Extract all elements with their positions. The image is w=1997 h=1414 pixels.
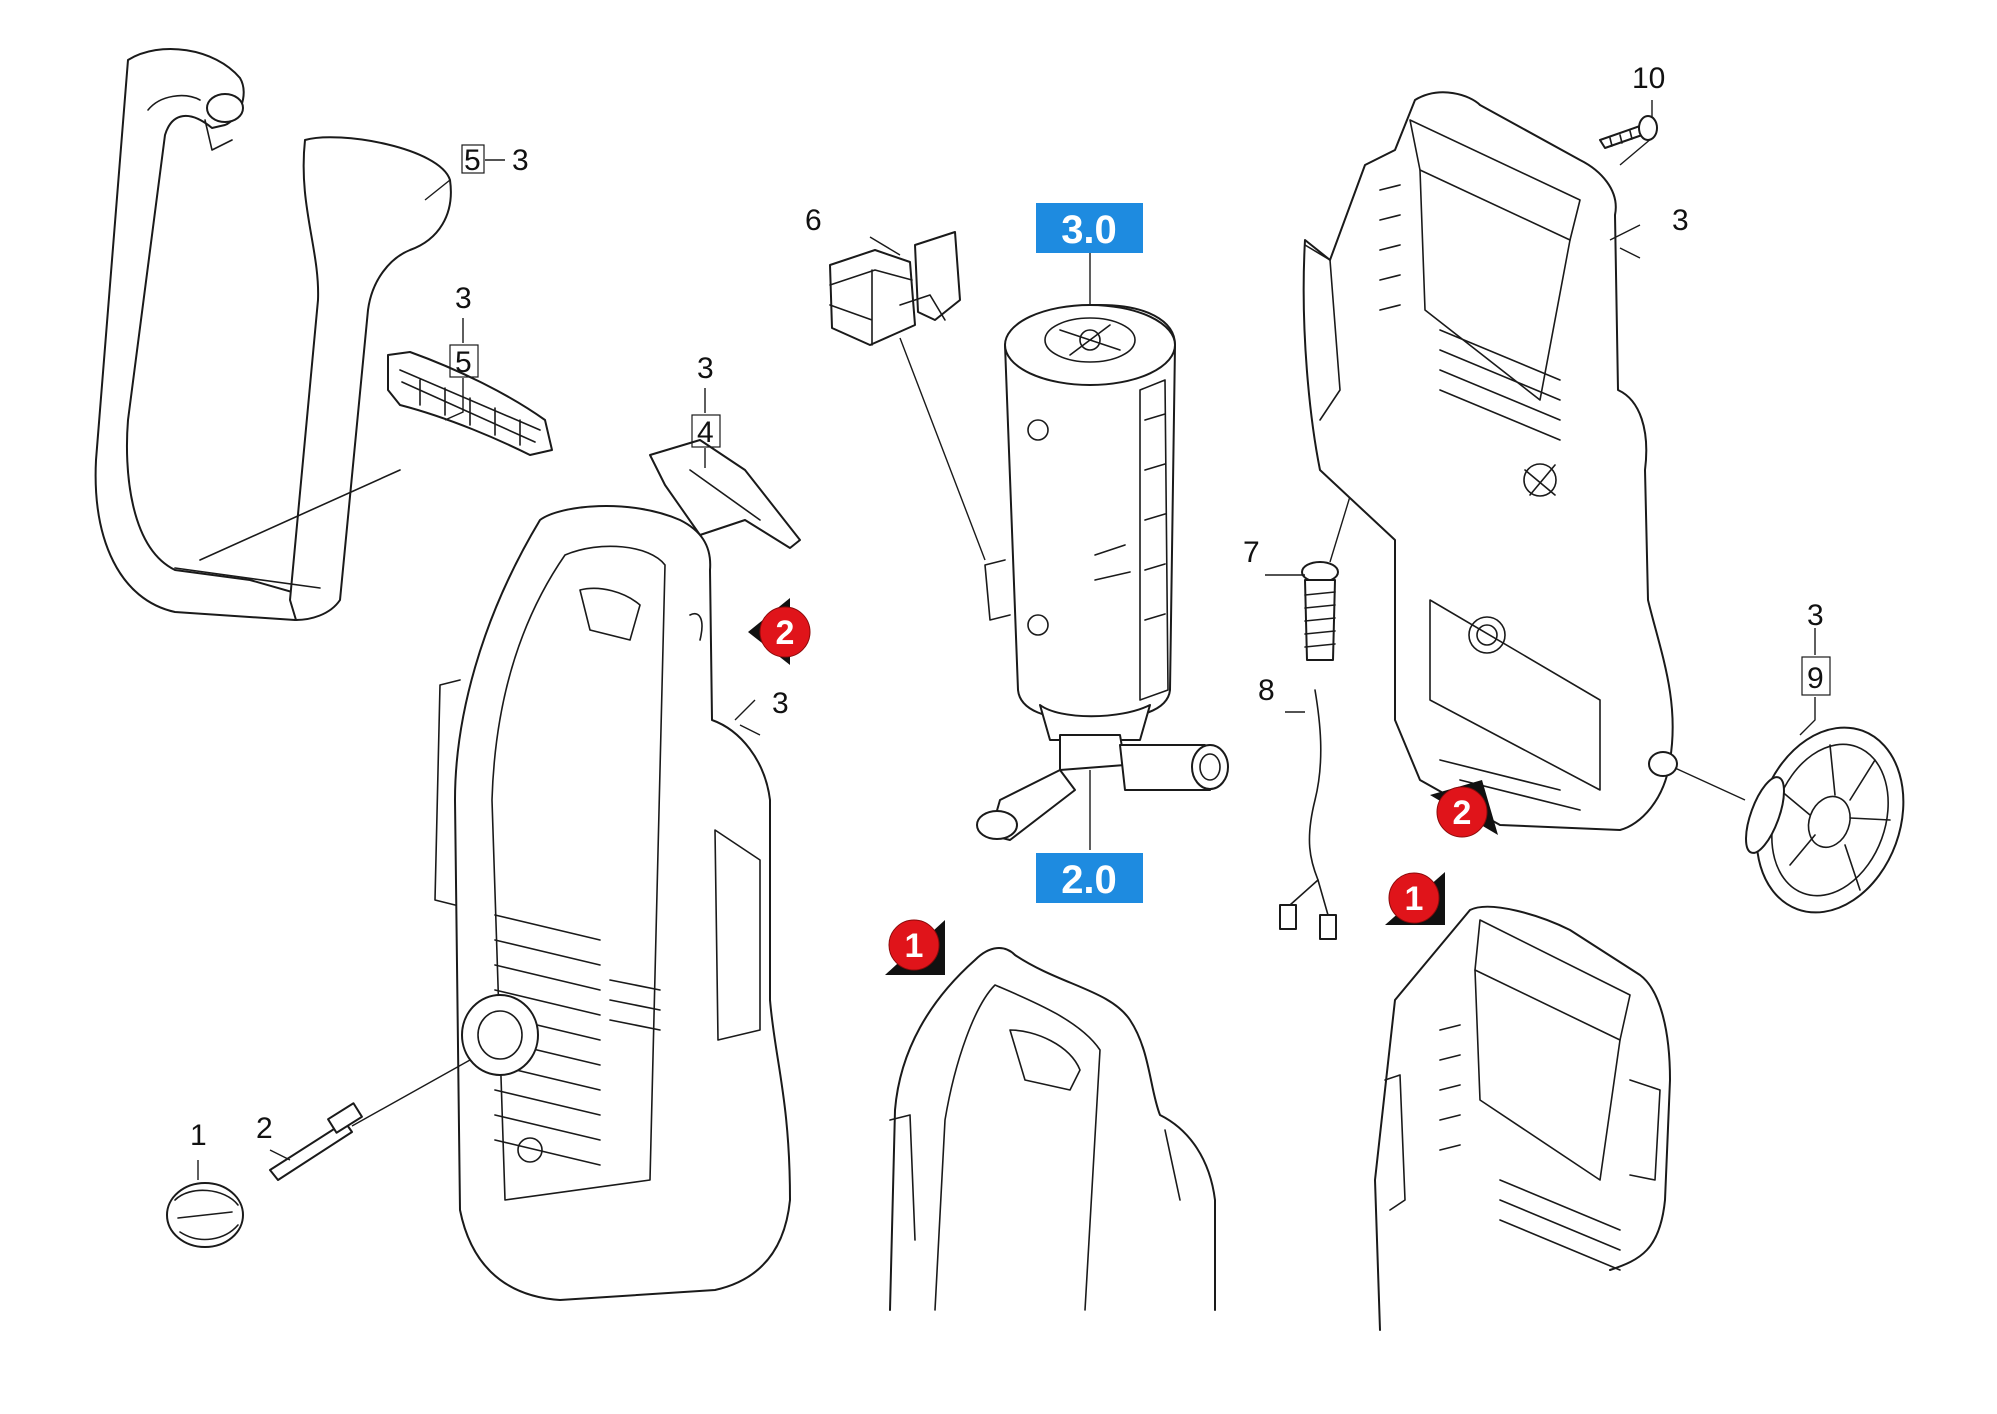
callout-label: 4 [697,416,714,449]
view-marker-2-left: 2 [748,598,811,665]
detail-view-1-right [1374,905,1671,1331]
view-marker-1-center: 1 [885,919,945,975]
callout-box [691,414,721,448]
pump-tank-part [976,225,1229,850]
wheel-part [1745,726,1905,914]
callout-label: 1 [190,1119,207,1152]
callout-label: 9 [1807,662,1824,695]
assembly-badge-label: 2.0 [1061,858,1117,902]
callout-label: 3 [455,282,472,315]
callout-label: 3 [772,687,789,720]
callout-label: 10 [1632,62,1665,95]
handle-part [94,48,452,621]
rear-housing-part [1302,91,1746,831]
view-marker-1-right: 1 [1385,872,1445,925]
view-marker-2-right: 2 [1430,780,1498,838]
view-marker-label: 2 [776,614,795,652]
valve-part [1301,479,1356,661]
switch-block-part [829,231,986,561]
callout-label: 3 [1672,204,1689,237]
knob-part [166,1182,244,1248]
view-marker-label: 2 [1453,794,1472,832]
assembly-badge-top: 3.0 [1036,203,1143,253]
cable-part [1279,689,1337,940]
trim-strip-part [387,351,553,456]
screw-part [1599,100,1658,149]
callout-box [1801,656,1831,696]
callout-label: 3 [512,144,529,177]
view-marker-label: 1 [1405,880,1424,918]
callout-labels: 10 5 3 3 5 3 4 3 6 3 7 8 3 9 1 2 [190,62,1831,1152]
callout-label: 5 [464,144,481,177]
callout-label: 3 [1807,599,1824,632]
callout-label: 5 [455,346,472,379]
clip-part [649,439,801,549]
callout-label: 2 [256,1112,273,1145]
assembly-badge-bottom: 2.0 [1036,853,1143,903]
callout-label: 3 [697,352,714,385]
shaft-part [269,1059,471,1181]
callout-label: 6 [805,204,822,237]
leader-lines [197,159,1816,1180]
callout-label: 8 [1258,674,1275,707]
callout-box [461,144,485,174]
detail-view-1-left [889,947,1216,1311]
callout-label: 7 [1243,536,1260,569]
front-cover-part [434,505,791,1301]
callout-box [449,344,479,378]
view-marker-label: 1 [905,927,924,965]
assembly-badge-label: 3.0 [1061,208,1117,252]
